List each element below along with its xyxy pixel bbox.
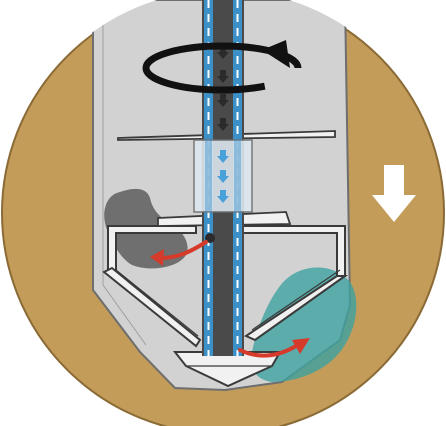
borehole-inner-shadow — [102, 0, 147, 346]
red-flow-arrowhead-left — [150, 249, 164, 266]
cage-arm-left-inner — [115, 269, 199, 337]
cage-arm-right-inner — [251, 269, 341, 331]
nozzle-dot — [205, 233, 215, 243]
red-flow-arrowhead-right — [292, 338, 310, 354]
mixing-chamber-flow-arrows — [217, 150, 229, 203]
cage-arm-left — [102, 266, 202, 348]
red-flow-arrow-right — [238, 344, 298, 358]
mixing-chamber-channel-right — [234, 140, 241, 212]
rotation-arrowhead — [262, 40, 290, 68]
chamber-flow-arrow — [217, 170, 229, 183]
shaft-flow-arrow — [217, 70, 229, 83]
rotation-arrow-icon — [142, 40, 302, 94]
shaft-flow-arrow — [217, 118, 229, 131]
chamber-flow-arrow — [217, 150, 229, 163]
cage-arm-right — [243, 275, 349, 342]
chamber-flow-arrow — [217, 190, 229, 203]
shaft-flow-arrow — [217, 94, 229, 107]
cutting-head — [172, 351, 282, 388]
down-arrow-icon — [372, 165, 416, 222]
mixing-chamber-channel-left — [205, 140, 212, 212]
red-flow-arrow-left — [158, 240, 208, 260]
rotation-ellipse — [142, 42, 302, 94]
